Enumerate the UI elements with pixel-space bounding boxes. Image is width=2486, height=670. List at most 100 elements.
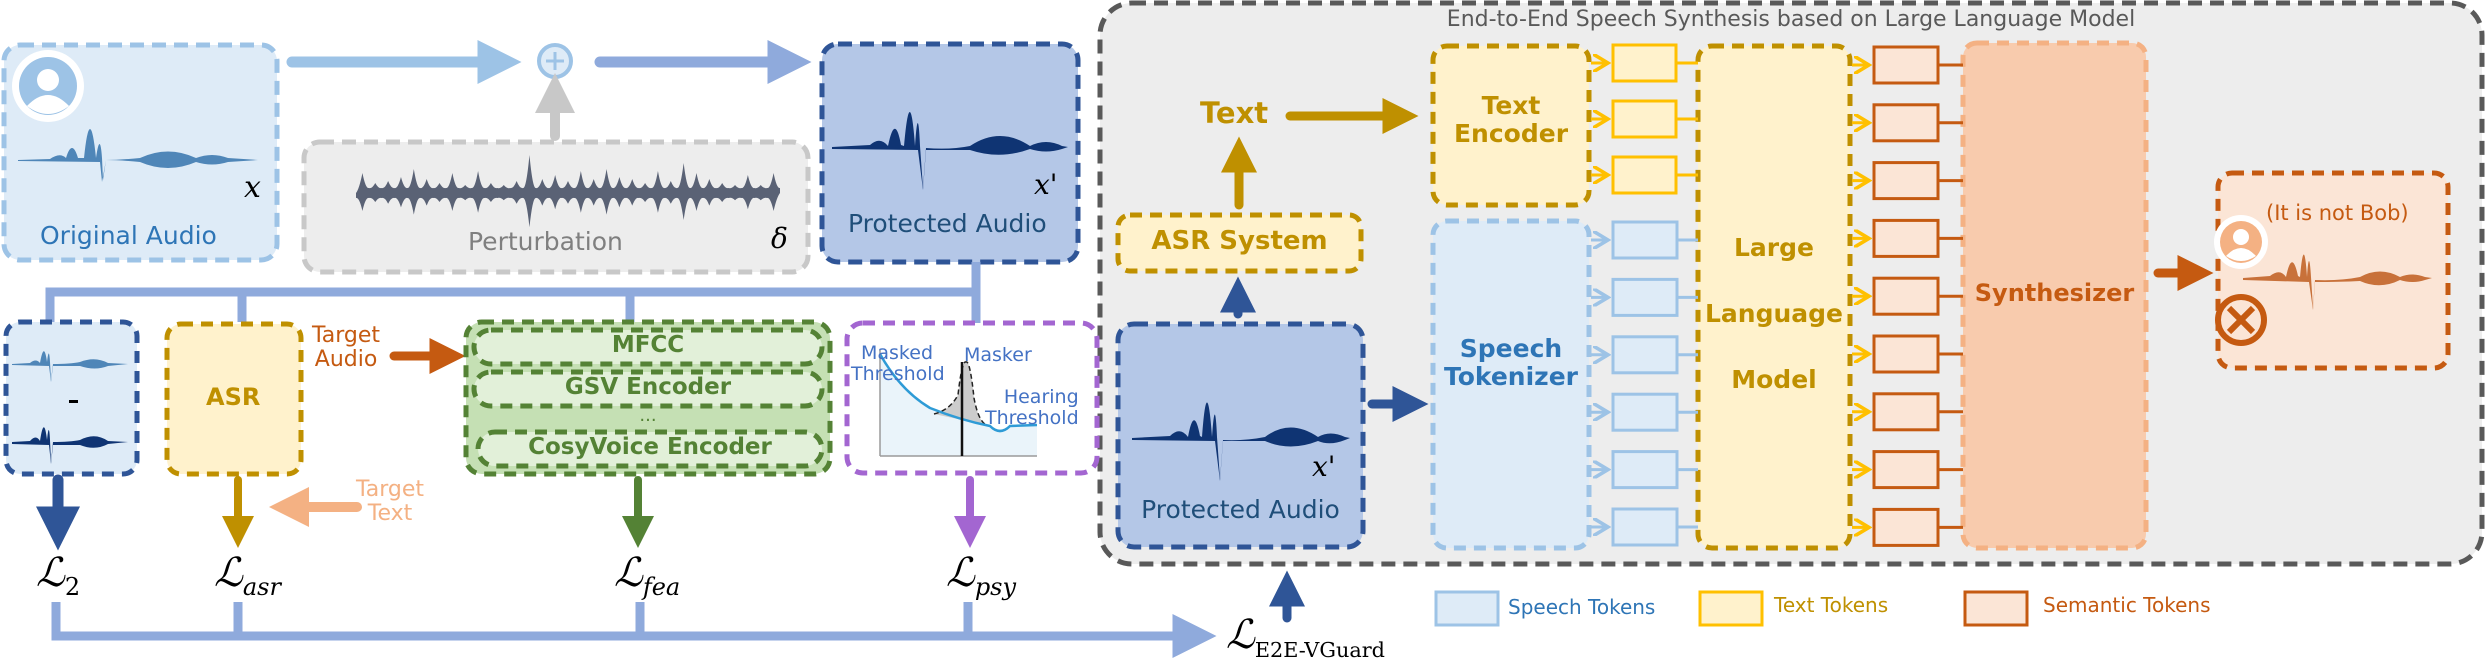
asr-box (164, 321, 304, 477)
text-node-label: Text (1200, 96, 1269, 130)
semantic-token (1872, 507, 1940, 547)
protected-audio-box (819, 41, 1081, 265)
target-text-line2: Text (367, 501, 413, 527)
target-audio-line2: Audio (314, 347, 378, 373)
asr-label: ASR (206, 383, 261, 411)
semantic-token (1872, 392, 1940, 432)
output-caption: (It is not Bob) (2266, 201, 2409, 225)
text-encoder-box (1430, 43, 1592, 208)
legend-semantic-tokens: Semantic Tokens (2043, 593, 2211, 617)
speech-tokenizer-line2: Tokenizer (1443, 361, 1579, 391)
llm-label: Large Language Model (1698, 215, 1850, 413)
feature-item-cosyvoice: CosyVoice Encoder (528, 434, 772, 460)
waveform-perturbation (356, 155, 780, 228)
speech-tokenizer-label: Speech Tokenizer (1433, 335, 1589, 390)
text-encoder-label: Text Encoder (1433, 92, 1589, 147)
waveform-output (2243, 254, 2432, 310)
panel-title: End-to-End Speech Synthesis based on Lar… (1446, 7, 2136, 32)
semantic-token (1872, 276, 1940, 316)
waveform-protected-right (1132, 402, 1350, 481)
loss-fea-symbol: ℒ (614, 550, 643, 596)
protected-audio-label: Protected Audio (848, 209, 1047, 238)
original-audio-var: x (244, 170, 261, 205)
legend-swatch-speech (1434, 590, 1500, 627)
speaker-avatar-icon (2214, 215, 2268, 269)
protected-audio-box-right (1115, 321, 1366, 550)
psy-hearing-line1: Hearing (1003, 386, 1079, 408)
legend-swatch-semantic (1963, 590, 2029, 627)
feature-item-mfcc: MFCC (611, 332, 685, 358)
psy-hearing-line2: Threshold (985, 406, 1079, 429)
text-token (1611, 43, 1678, 83)
speech-token (1611, 277, 1679, 317)
psy-masked-line1: Masked (861, 342, 934, 364)
loss-fea-sub: fea (642, 573, 681, 601)
loss-e2e-symbol: ℒ (1226, 612, 1255, 658)
protected-audio-right-var: x' (1312, 450, 1336, 483)
speech-token (1611, 220, 1679, 260)
x-circle-icon (2215, 294, 2267, 346)
output-audio-box (2215, 170, 2451, 371)
feature-item-gsv: GSV Encoder (564, 374, 732, 400)
perturbation-label: Perturbation (468, 227, 623, 256)
speech-token (1611, 392, 1679, 432)
speech-tokenizer-line1: Speech (1459, 334, 1563, 363)
loss-l2-sub: 2 (64, 573, 81, 601)
feature-item-ellipsis: ... (639, 405, 657, 426)
perturbation-var: δ (771, 222, 788, 255)
psy-masked-threshold: Masked Threshold (851, 343, 945, 385)
text-encoder-line1: Text (1481, 91, 1541, 120)
loss-asr: ℒasr (214, 550, 281, 601)
waveform-original (18, 129, 258, 182)
text-encoder-line2: Encoder (1453, 118, 1569, 148)
feature-item-gsv-box (471, 369, 825, 409)
asr-system-box (1115, 212, 1364, 274)
loss-l2-symbol: ℒ (36, 550, 65, 596)
llm-line2: Language (1704, 299, 1843, 328)
connector-bus (45, 262, 981, 332)
legend-swatch-text (1698, 590, 1764, 627)
text-token (1611, 155, 1678, 195)
token-layer (1591, 43, 1963, 547)
loss-aggregation-bus (51, 602, 1200, 641)
llm-line3: Model (1731, 365, 1817, 394)
loss-asr-symbol: ℒ (214, 550, 243, 596)
waveform-protected (832, 112, 1068, 190)
psy-masker: Masker (964, 344, 1032, 366)
semantic-token (1872, 218, 1940, 258)
loss-e2e-vguard: ℒE2E-VGuard (1226, 612, 1385, 662)
original-audio-label: Original Audio (40, 221, 217, 250)
protected-audio-var: x' (1034, 168, 1058, 201)
speech-tokenizer-box (1430, 218, 1592, 551)
loss-psy-symbol: ℒ (946, 550, 975, 596)
target-text-label: Target Text (356, 477, 425, 527)
loss-psy: ℒpsy (946, 550, 1016, 601)
user-avatar-icon (12, 50, 84, 122)
psy-masked-line2: Threshold (851, 362, 945, 385)
llm-line1: Large (1734, 233, 1814, 262)
psy-hearing-threshold: Hearing Threshold (985, 387, 1079, 429)
speech-token (1611, 450, 1679, 490)
psy-plot (878, 350, 1038, 457)
waveform-l2-protected (12, 427, 128, 464)
asr-system-label: ASR System (1151, 226, 1328, 256)
semantic-token (1872, 334, 1940, 374)
loss-asr-sub: asr (242, 573, 281, 601)
semantic-token (1872, 103, 1940, 143)
target-audio-line1: Target (312, 323, 381, 348)
feature-item-cosyvoice-box (475, 429, 825, 469)
speech-token (1611, 507, 1679, 547)
speech-token (1611, 335, 1679, 375)
synthesizer-label: Synthesizer (1974, 279, 2135, 307)
protected-audio-right-label: Protected Audio (1141, 495, 1340, 524)
minus-sign (69, 400, 78, 403)
loss-l2: ℒ2 (36, 550, 80, 601)
legend-speech-tokens: Speech Tokens (1508, 595, 1656, 619)
target-audio-label: Target Audio (312, 323, 381, 373)
semantic-token (1872, 450, 1940, 490)
waveform-l2-original (12, 351, 128, 382)
plus-circle-icon (537, 43, 573, 79)
target-text-line1: Target (356, 477, 425, 502)
